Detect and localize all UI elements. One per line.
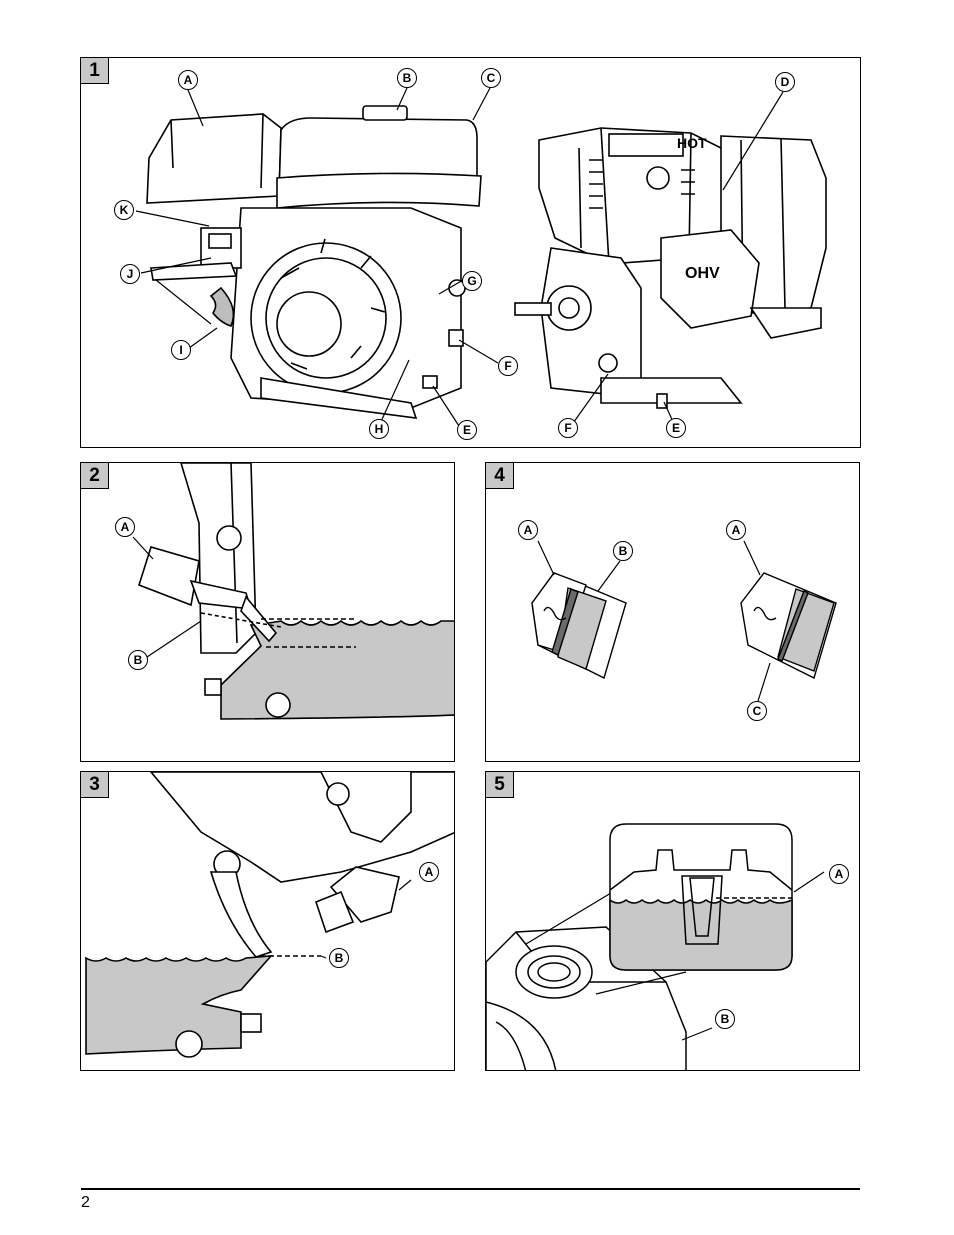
callout-f: F — [558, 418, 578, 438]
callout-a: A — [518, 520, 538, 540]
callout-b: B — [613, 541, 633, 561]
page-number: 2 — [81, 1194, 90, 1211]
callout-e: E — [457, 420, 477, 440]
callout-c: C — [481, 68, 501, 88]
callout-a: A — [829, 864, 849, 884]
oil-dipstick-level-illustration — [132, 463, 454, 720]
callout-h: H — [369, 419, 389, 439]
callout-f: F — [498, 356, 518, 376]
callout-d: D — [775, 72, 795, 92]
footer-rule — [81, 1188, 860, 1190]
figure-1-panel: HOT OHV 1 A B C D K J G I F H E F E — [80, 57, 861, 448]
callout-c: C — [747, 701, 767, 721]
callout-a: A — [726, 520, 746, 540]
callout-j: J — [120, 264, 140, 284]
callout-e: E — [666, 418, 686, 438]
figure-2-number: 2 — [81, 463, 109, 489]
callout-k: K — [114, 200, 134, 220]
engine-illustration: HOT OHV — [135, 87, 827, 427]
figure-3-panel: 3 A B — [80, 771, 455, 1071]
figure-2-panel: 2 A B — [80, 462, 455, 762]
callout-b: B — [397, 68, 417, 88]
figure-5-number: 5 — [486, 772, 514, 798]
callout-b: B — [128, 650, 148, 670]
fuel-tank-level-illustration — [486, 823, 825, 1070]
callout-b: B — [715, 1009, 735, 1029]
callout-g: G — [462, 271, 482, 291]
ohv-embossed-label: OHV — [685, 265, 720, 282]
figure-4-panel: 4 A B A C — [485, 462, 860, 762]
callout-a: A — [115, 517, 135, 537]
figure-3-number: 3 — [81, 772, 109, 798]
callout-b: B — [329, 948, 349, 968]
callout-i: I — [171, 340, 191, 360]
oil-fill-level-illustration — [85, 772, 454, 1058]
hot-embossed-label: HOT — [677, 135, 707, 151]
figure-1-number: 1 — [81, 58, 109, 84]
callout-a: A — [178, 70, 198, 90]
callout-a: A — [419, 862, 439, 882]
figure-4-number: 4 — [486, 463, 514, 489]
dipstick-level-markings — [531, 540, 837, 702]
figure-5-panel: 5 A B — [485, 771, 860, 1071]
